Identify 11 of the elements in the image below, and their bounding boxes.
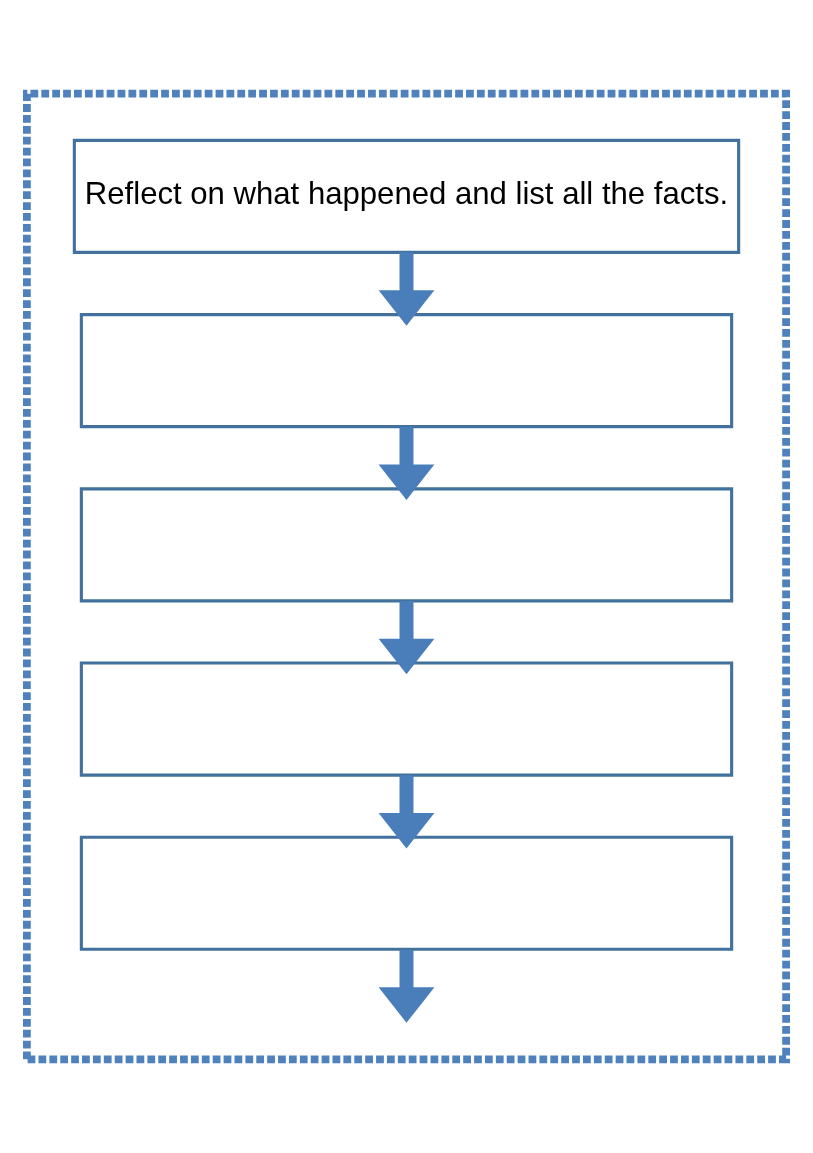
cluster <box>23 89 790 1064</box>
arrow <box>378 252 435 326</box>
arrow <box>378 601 435 675</box>
node-box <box>79 661 734 777</box>
node-box <box>79 313 734 429</box>
node-box <box>79 835 734 951</box>
arrow <box>378 775 435 849</box>
arrow <box>378 426 435 500</box>
node-box <box>79 487 734 603</box>
arrow <box>378 949 435 1023</box>
node-box: Reflect on what happened and list all the facts. <box>72 138 741 254</box>
